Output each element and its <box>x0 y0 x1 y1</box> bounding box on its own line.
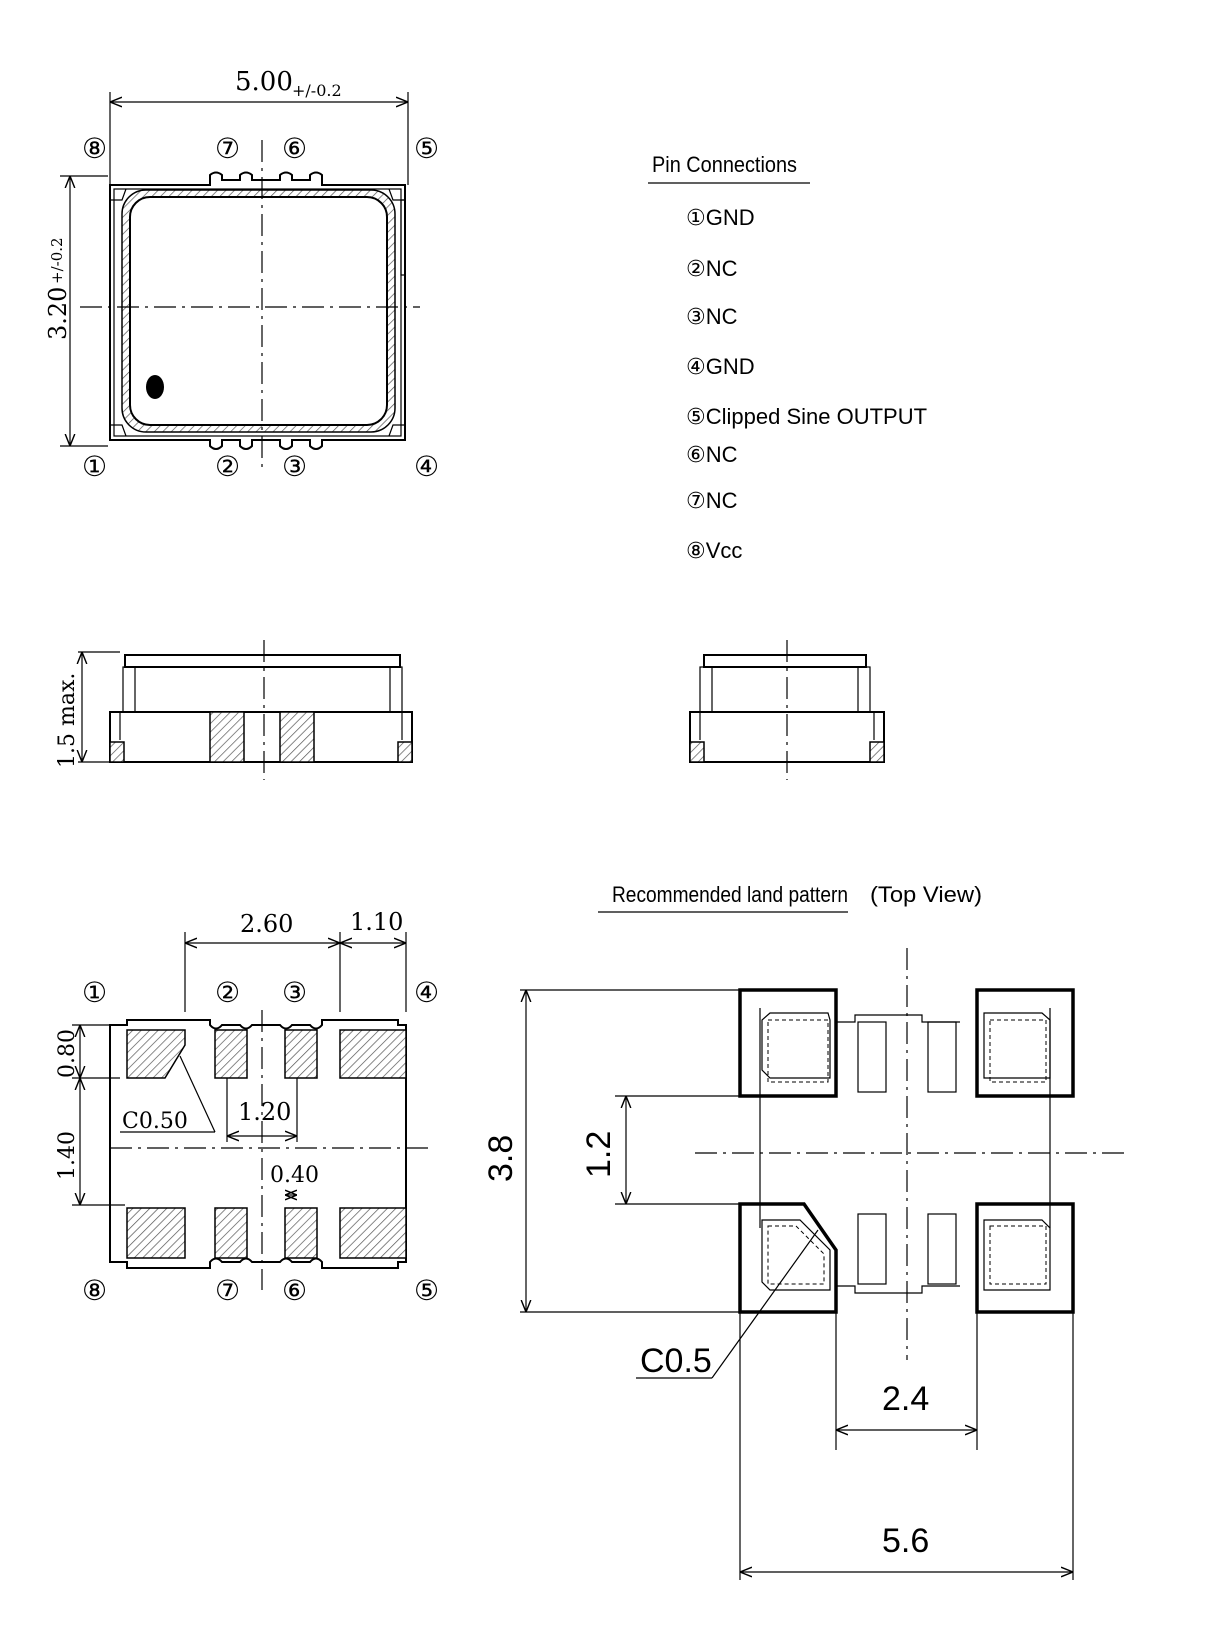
top-height-tol: +/-0.2 <box>48 237 66 284</box>
bottom-chamfer-label: C0.50 <box>122 1109 188 1134</box>
top-package-outline <box>109 171 406 450</box>
pin1-marker <box>146 375 164 399</box>
pin-list-item: ⑤Clipped Sine OUTPUT <box>686 404 927 429</box>
pin-list: ①GND ②NC ③NC ④GND ⑤Clipped Sine OUTPUT ⑥… <box>686 205 927 563</box>
bottom-dim-gap: 1.40 <box>55 1131 80 1180</box>
top-pin-label-4: ④ <box>414 451 439 482</box>
top-pin-label-6: ⑥ <box>282 133 307 164</box>
top-pin-label-5: ⑤ <box>414 133 439 164</box>
top-height-dim: 3.20 <box>44 287 72 340</box>
pin-list-item: ④GND <box>686 354 755 379</box>
bottom-dim-pitch: 2.60 <box>240 910 293 938</box>
bottom-pin-label-6: ⑥ <box>282 1275 307 1306</box>
top-pin-label-7: ⑦ <box>215 133 240 164</box>
top-width-dim: 5.00 <box>235 67 293 97</box>
bottom-dim-inner: 1.20 <box>238 1098 291 1126</box>
bottom-pin-label-2: ② <box>215 977 240 1008</box>
bottom-view: 2.60 1.10 0.80 1.40 1.20 0.40 <box>55 908 439 1306</box>
bottom-dim-pad-width: 1.10 <box>350 908 403 936</box>
top-view: 5.00 +/-0.2 3.20 +/-0.2 ⑧ ⑦ ⑥ ⑤ ① <box>44 67 439 482</box>
pin-list-item: ⑦NC <box>686 488 738 513</box>
bottom-dim-small: 0.40 <box>270 1163 319 1188</box>
side-view-end <box>689 640 885 780</box>
land-pattern: Recommended land pattern (Top View) <box>482 882 1125 1580</box>
bottom-pin-label-4: ④ <box>414 977 439 1008</box>
pin-connections-title: Pin Connections <box>652 152 797 177</box>
top-pin-label-8: ⑧ <box>82 133 107 164</box>
bottom-pin-label-7: ⑦ <box>215 1275 240 1306</box>
land-dim-gap: 1.2 <box>580 1131 618 1178</box>
pin-list-item: ⑧Vcc <box>686 538 742 563</box>
side-view-front: 1.5 max. <box>55 640 413 780</box>
bottom-pin-label-3: ③ <box>282 977 307 1008</box>
land-chamfer-label: C0.5 <box>640 1342 712 1380</box>
land-dim-inner: 2.4 <box>882 1380 929 1418</box>
side-height-dim: 1.5 max. <box>55 673 80 768</box>
top-pin-label-1: ① <box>82 451 107 482</box>
bottom-dim-pad-height: 0.80 <box>55 1029 80 1078</box>
pin-connections: Pin Connections ①GND ②NC ③NC ④GND ⑤Clipp… <box>648 152 927 563</box>
land-pattern-subtitle: (Top View) <box>870 882 982 907</box>
top-width-tol: +/-0.2 <box>292 81 342 100</box>
pin-list-item: ⑥NC <box>686 442 738 467</box>
top-pin-label-3: ③ <box>282 451 307 482</box>
bottom-pin-label-8: ⑧ <box>82 1275 107 1306</box>
top-pin-label-2: ② <box>215 451 240 482</box>
land-pattern-title: Recommended land pattern <box>612 882 848 907</box>
bottom-pin-label-1: ① <box>82 977 107 1008</box>
pin-list-item: ②NC <box>686 256 738 281</box>
land-dim-height: 3.8 <box>482 1135 520 1182</box>
pin-list-item: ①GND <box>686 205 755 230</box>
bottom-pin-label-5: ⑤ <box>414 1275 439 1306</box>
pin-list-item: ③NC <box>686 304 738 329</box>
land-dim-width: 5.6 <box>882 1522 929 1560</box>
